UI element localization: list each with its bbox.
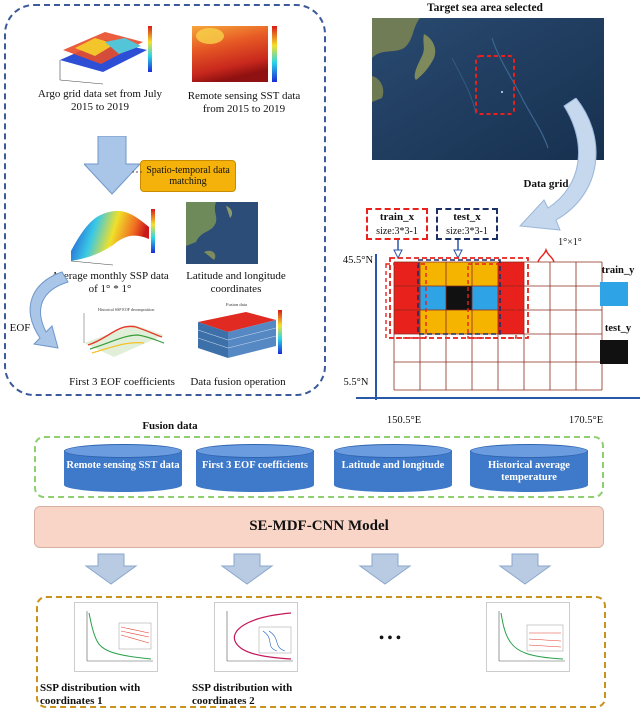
latlon-map-thumbnail [186, 202, 258, 264]
sst-heatmap-thumbnail [190, 22, 282, 88]
ssp-plot-1 [74, 602, 158, 672]
fusion-data-container [34, 436, 604, 498]
spatio-temporal-matching-box: Spatio-temporal data matching [140, 160, 236, 192]
data-grid [356, 254, 640, 400]
data-fusion-caption: Data fusion operation [190, 376, 286, 388]
down-arrow-icon [84, 136, 140, 195]
fusion-title: Fusion data [142, 420, 198, 432]
latlon-caption: Latitude and longitude coordinates [186, 270, 286, 295]
output-arrows [84, 553, 552, 585]
avg-ssp-plot-thumbnail [65, 205, 157, 267]
fusion-item-latlon-label: Latitude and longitude [341, 460, 445, 471]
fusion-item-eof-label: First 3 EOF coefficients [201, 460, 309, 471]
data-preprocessing-panel [4, 4, 326, 396]
model-box: SE-MDF-CNN Model [34, 506, 604, 548]
ellipsis: • • • [379, 631, 401, 646]
down-arrow-icon [220, 553, 274, 585]
train-x-label-box: train_x size:3*3-1 [366, 208, 428, 240]
spatio-temporal-matching-label: Spatio-temporal data matching [146, 165, 230, 187]
lon-left-label: 150.5°E [386, 415, 422, 426]
fusion-item-latlon: Latitude and longitude [334, 444, 452, 492]
data-grid-label: Data grid [523, 178, 569, 190]
grid-cells [394, 262, 524, 334]
output-panel [36, 596, 606, 708]
argo-caption: Argo grid data set from July 2015 to 201… [37, 88, 163, 113]
ssp-plot-2 [214, 602, 298, 672]
test-x-label: test_x [453, 211, 481, 223]
eof-curved-arrow-icon [29, 271, 69, 349]
test-x-size: size:3*3-1 [446, 226, 488, 237]
avg-ssp-caption: Average monthly SSP data of 1° * 1° [51, 270, 169, 295]
down-arrow-icon [498, 553, 552, 585]
down-arrow-icon [358, 553, 412, 585]
svg-text:Historical SSP EOF decompositi: Historical SSP EOF decomposition [98, 307, 154, 312]
lat-bottom-label: 5.5°N [343, 377, 369, 388]
data-grid-arrow-icon [518, 98, 597, 231]
cell-size-label: 1°×1° [558, 237, 582, 248]
model-label: SE-MDF-CNN Model [249, 518, 389, 534]
fusion-item-history: Historical average temperature [470, 444, 588, 492]
output-caption-1: SSP distribution with coordinates 1 [40, 682, 141, 707]
ssp-plot-n [486, 602, 570, 672]
fusion-item-sst: Remote sensing SST data [64, 444, 182, 492]
train-x-size: size:3*3-1 [376, 226, 418, 237]
lat-top-label: 45.5°N [342, 255, 374, 266]
eof-coefficients-caption: First 3 EOF coefficients [69, 376, 175, 388]
svg-text:Fusion data: Fusion data [226, 302, 247, 307]
sst-caption: Remote sensing SST data from 2015 to 201… [187, 90, 301, 115]
eof-coefficients-plot-thumbnail: Historical SSP EOF decomposition [78, 305, 170, 367]
legend-train-label: train_y [601, 265, 635, 276]
dash-connector [132, 171, 142, 173]
eof-label: EOF [9, 322, 31, 334]
argo-3d-plot-thumbnail [55, 20, 155, 86]
down-arrow-icon [84, 553, 138, 585]
fusion-item-eof: First 3 EOF coefficients [196, 444, 314, 492]
lon-right-label: 170.5°E [568, 415, 604, 426]
map-title: Target sea area selected [427, 2, 543, 14]
legend-test-swatch [600, 340, 628, 364]
test-x-label-box: test_x size:3*3-1 [436, 208, 498, 240]
legend-train-swatch [600, 282, 628, 306]
train-x-label: train_x [379, 211, 415, 223]
label-arrows [393, 240, 555, 263]
data-fusion-plot-thumbnail: Fusion data [190, 300, 286, 370]
legend-test-label: test_y [604, 323, 632, 334]
target-sea-map [372, 18, 604, 160]
fusion-item-history-label: Historical average temperature [488, 460, 570, 483]
output-caption-2: SSP distribution with coordinates 2 [192, 682, 293, 707]
fusion-item-sst-label: Remote sensing SST data [66, 460, 180, 471]
